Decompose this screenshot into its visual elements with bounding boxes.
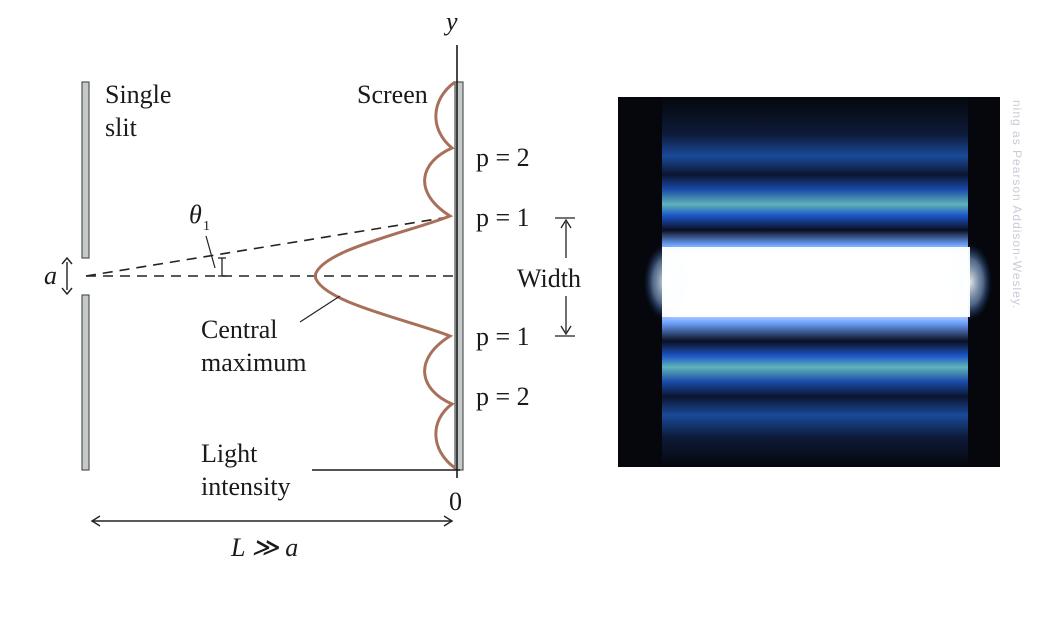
single-slit-label-line2: slit [105, 113, 138, 142]
theta-subscript: 1 [203, 219, 210, 234]
image-credit: ning as Pearson Addison-Wesley. [1010, 100, 1024, 310]
slit-width-arrowhead-bottom [61, 287, 73, 296]
theta-leader [205, 235, 216, 269]
fringe-label-p2-top: p = 2 [476, 143, 530, 172]
distance-label: L ≫ a [230, 533, 298, 562]
width-arrowhead-bottom [560, 325, 572, 336]
theta1-dashed-line [85, 215, 456, 277]
screen-label: Screen [357, 80, 428, 109]
theta-label: θ [189, 200, 202, 229]
light-intensity-label-line1: Light [201, 439, 258, 468]
diffraction-pattern-photo [618, 97, 1000, 467]
slit-width-arrowhead-top [61, 256, 73, 265]
y-axis-label: y [443, 7, 458, 36]
width-label: Width [517, 264, 581, 293]
single-slit-diagram: y Screen Single slit θ 1 a Central maxim… [44, 7, 581, 562]
slit-barrier-top [81, 81, 90, 259]
distance-arrowhead-left [90, 515, 101, 527]
single-slit-label-line1: Single [105, 80, 171, 109]
central-max-label-line1: Central [201, 315, 278, 344]
central-max-leader [299, 295, 341, 323]
diffraction-pattern-image [618, 97, 1000, 467]
fringe-label-p1-bottom: p = 1 [476, 322, 530, 351]
fringe-label-p2-bottom: p = 2 [476, 382, 530, 411]
light-intensity-label-line2: intensity [201, 472, 291, 501]
slit-width-label: a [44, 261, 57, 290]
fringe-label-p1-top: p = 1 [476, 203, 530, 232]
origin-label: 0 [449, 487, 462, 516]
central-max-label-line2: maximum [201, 348, 306, 377]
intensity-curve [313, 80, 456, 470]
width-arrowhead-top [560, 218, 572, 229]
distance-arrowhead-right [443, 515, 454, 527]
slit-barrier-bottom [81, 294, 90, 471]
central-bright-fringe [662, 247, 970, 317]
